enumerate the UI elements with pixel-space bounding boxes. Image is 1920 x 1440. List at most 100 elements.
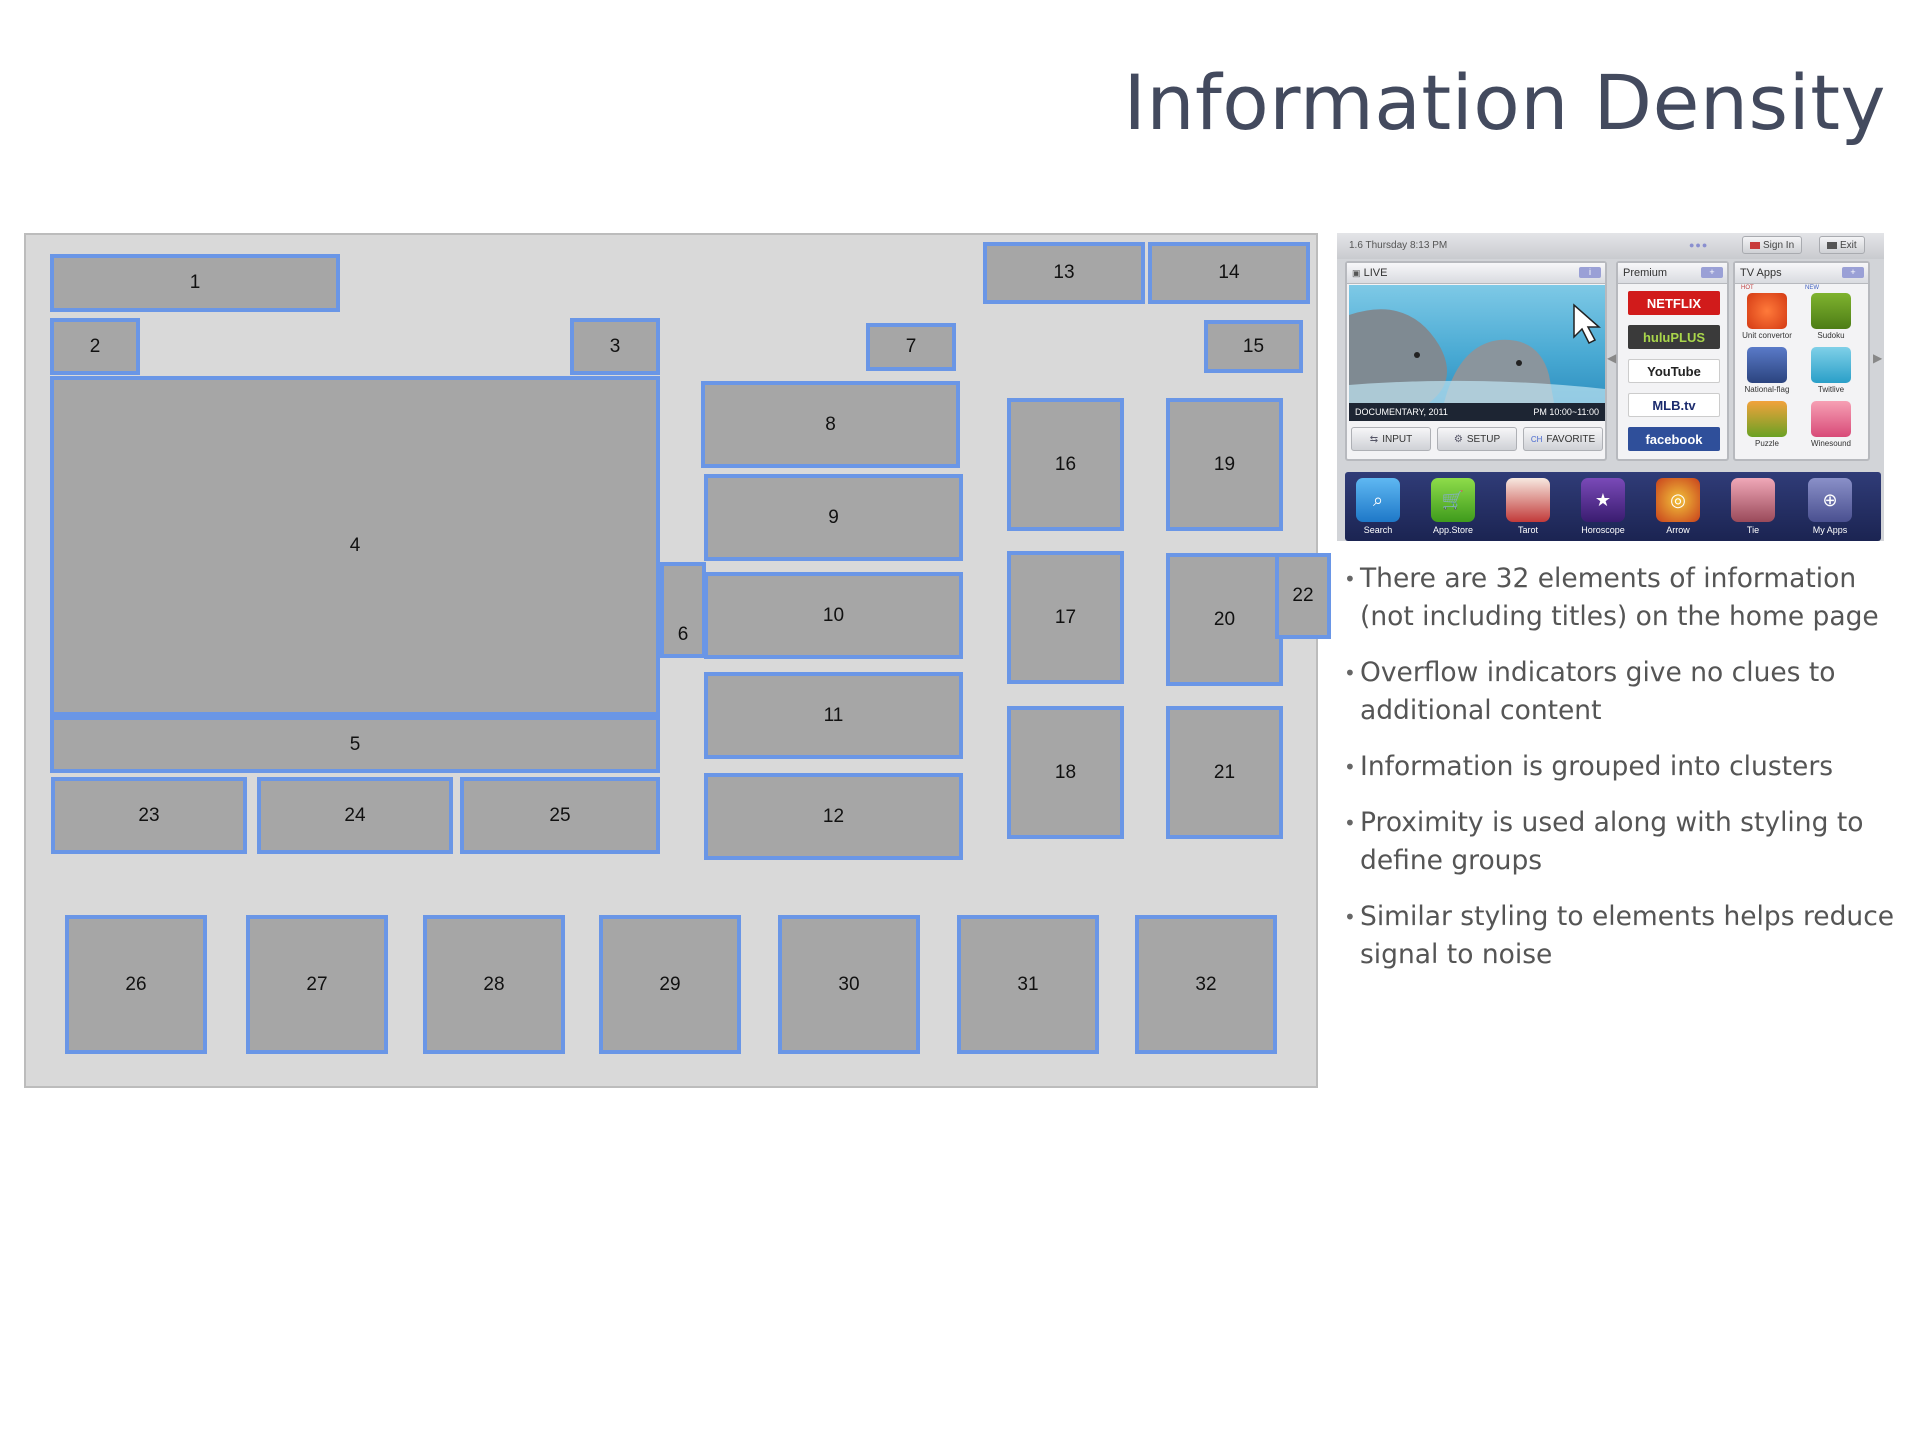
plus-circle-icon: ⊕ [1808,478,1852,522]
horoscope-icon: ★ [1581,478,1625,522]
sign-in-icon [1750,241,1760,249]
sign-in-button[interactable]: Sign In [1742,236,1803,254]
program-title: DOCUMENTARY, 2011 [1355,407,1448,417]
exit-label: Exit [1840,239,1857,251]
wire-box-25: 25 [460,777,660,854]
input-icon: ⇆ [1369,433,1379,445]
wire-box-label: 4 [349,535,361,556]
bullet-dot-icon: • [1344,811,1356,835]
hot-badge: HOT [1741,285,1754,291]
dock-search[interactable]: ⌕ Search [1348,478,1408,535]
cart-icon: 🛒 [1431,478,1475,522]
wire-box-label: 32 [1195,973,1217,995]
scroll-left-arrow-icon[interactable]: ◀ [1607,351,1617,365]
hulu-logo[interactable]: huluPLUS [1628,325,1720,349]
setup-button[interactable]: ⚙ SETUP [1437,427,1517,451]
wireframe-canvas: 1 2 3 4 5 6 7 8 9 10 11 12 13 14 15 16 1… [24,233,1331,1088]
wire-box-18: 18 [1007,706,1124,839]
national-flag-icon[interactable] [1747,347,1787,383]
bullet-text: Similar styling to elements helps reduce… [1360,901,1895,970]
sign-in-label: Sign In [1763,239,1795,251]
puzzle-icon[interactable] [1747,401,1787,437]
wire-box-17: 17 [1007,551,1124,684]
youtube-logo[interactable]: YouTube [1628,359,1720,383]
twitlive-label: Twitlive [1817,385,1845,394]
gear-icon: ⚙ [1453,433,1463,445]
live-info-icon[interactable]: i [1579,267,1601,278]
wire-box-26: 26 [65,915,207,1054]
bullet-item: • Overflow indicators give no clues to a… [1338,654,1898,730]
wire-box-label: 11 [823,704,844,726]
sudoku-icon[interactable] [1811,293,1851,329]
page-indicator-icon: ●●● [1689,240,1709,250]
favorite-icon: CH [1530,434,1543,444]
wire-box-27: 27 [246,915,388,1054]
wire-box-6: 6 [660,562,706,658]
exit-button[interactable]: Exit [1819,236,1865,254]
bullet-list: • There are 32 elements of information (… [1338,560,1898,992]
wire-box-label: 26 [125,973,147,995]
dock-app-store[interactable]: 🛒 App.Store [1423,478,1483,535]
wire-box-28: 28 [423,915,565,1054]
dock-arrow[interactable]: ◎ Arrow [1648,478,1708,535]
wire-box-19: 19 [1166,398,1283,531]
wire-box-label: 13 [1053,262,1075,283]
winesound-label: Winesound [1810,439,1852,448]
dock-tarot-label: Tarot [1517,525,1538,535]
dock-tie[interactable]: Tie [1723,478,1783,535]
dock-arrow-label: Arrow [1666,525,1690,535]
tv-status-bar: 1.6 Thursday 8:13 PM ●●● Sign In Exit [1337,233,1884,259]
wire-box-label: 19 [1213,453,1236,475]
wire-box-8: 8 [701,381,960,468]
wire-box-23: 23 [51,777,247,854]
unit-convertor-icon[interactable] [1747,293,1787,329]
tv-apps-panel: TV Apps + HOT NEW Unit convertor Sudoku … [1733,261,1870,461]
national-flag-label: National-flag [1744,385,1790,394]
netflix-logo[interactable]: NETFLIX [1628,291,1720,315]
favorite-label: FAVORITE [1546,433,1596,445]
slide-title: Information Density [1123,58,1886,147]
live-video-thumbnail[interactable] [1349,285,1605,403]
premium-panel-header: Premium [1618,263,1727,284]
dock-app-store-label: App.Store [1432,525,1474,535]
live-panel[interactable]: ▣ LIVE i DOCUMENTARY, 2011 PM 10:00~11:0… [1345,261,1607,461]
wire-box-label: 16 [1054,453,1077,475]
tv-apps-panel-header: TV Apps [1735,263,1868,284]
live-panel-header: ▣ LIVE [1347,263,1605,284]
dock-my-apps[interactable]: ⊕ My Apps [1800,478,1860,535]
wire-box-label: 25 [549,804,571,826]
mlbtv-logo[interactable]: MLB.tv [1628,393,1720,417]
wire-box-24: 24 [257,777,453,854]
wire-box-label: 9 [828,506,839,528]
sudoku-label: Sudoku [1817,331,1845,340]
new-badge: NEW [1805,285,1819,291]
scroll-right-arrow-icon[interactable]: ▶ [1873,351,1883,365]
twitlive-icon[interactable] [1811,347,1851,383]
dock-horoscope[interactable]: ★ Horoscope [1573,478,1633,535]
premium-add-icon[interactable]: + [1701,267,1723,278]
favorite-button[interactable]: CH FAVORITE [1523,427,1603,451]
search-icon: ⌕ [1356,478,1400,522]
tv-datetime: 1.6 Thursday 8:13 PM [1349,240,1448,251]
dock-search-label: Search [1363,525,1393,535]
tv-icon: ▣ [1352,268,1361,278]
wire-box-label: 10 [822,604,845,626]
wire-box-label: 15 [1242,335,1265,357]
bullet-item: • Proximity is used along with styling t… [1338,804,1898,880]
bullet-dot-icon: • [1344,905,1356,929]
bullet-dot-icon: • [1344,755,1356,779]
bullet-item: • Similar styling to elements helps redu… [1338,898,1898,974]
wire-box-label: 18 [1054,761,1077,783]
wire-box-21: 21 [1166,706,1283,839]
winesound-icon[interactable] [1811,401,1851,437]
wire-box-11: 11 [704,672,963,759]
wire-box-label: 28 [483,973,505,995]
tie-icon [1731,478,1775,522]
bullet-text: Overflow indicators give no clues to add… [1360,657,1836,726]
dock-tarot[interactable]: Tarot [1498,478,1558,535]
wire-box-label: 31 [1017,973,1039,995]
input-button[interactable]: ⇆ INPUT [1351,427,1431,451]
facebook-logo[interactable]: facebook [1628,427,1720,451]
dock-tie-label: Tie [1746,525,1760,535]
tv-apps-add-icon[interactable]: + [1842,267,1864,278]
